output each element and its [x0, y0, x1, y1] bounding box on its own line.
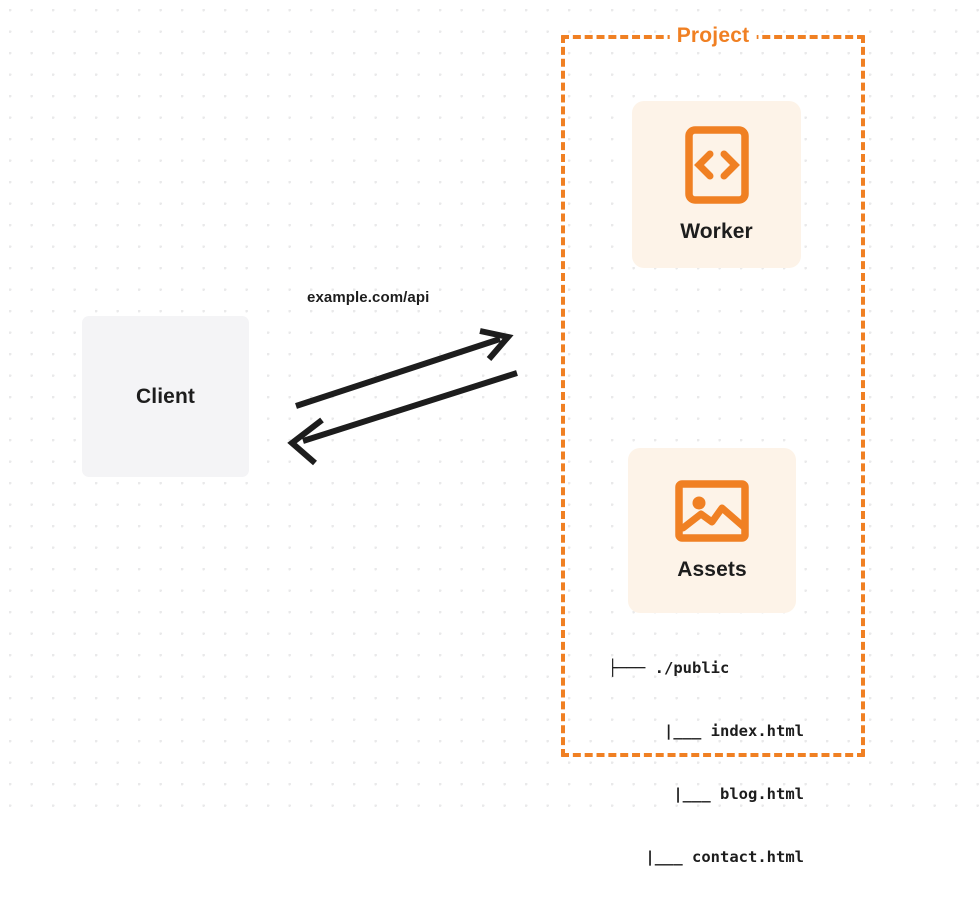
group-project-title: Project [669, 24, 757, 48]
assets-file-tree: ├─── ./public |___ index.html |___ blog.… [608, 616, 804, 910]
code-brackets-icon [684, 125, 749, 204]
file-tree-line: |___ index.html [664, 722, 804, 740]
file-tree-line: |___ blog.html [673, 785, 804, 803]
node-worker-label: Worker [680, 219, 753, 243]
arrow-request-outbound [295, 328, 514, 409]
node-client-label: Client [136, 384, 195, 408]
image-icon [675, 479, 749, 542]
connector-label: example.com/api [307, 289, 430, 306]
node-client[interactable]: Client [82, 316, 249, 477]
node-assets[interactable]: Assets [628, 448, 796, 613]
file-tree-line: |___ contact.html [645, 848, 804, 866]
node-assets-label: Assets [677, 557, 747, 581]
arrow-response-inbound [287, 370, 518, 466]
node-worker[interactable]: Worker [632, 101, 801, 268]
diagram-canvas: Client example.com/api Project Worker [0, 0, 980, 866]
group-project: Project [561, 24, 865, 757]
file-tree-line: ├─── ./public [608, 659, 730, 677]
